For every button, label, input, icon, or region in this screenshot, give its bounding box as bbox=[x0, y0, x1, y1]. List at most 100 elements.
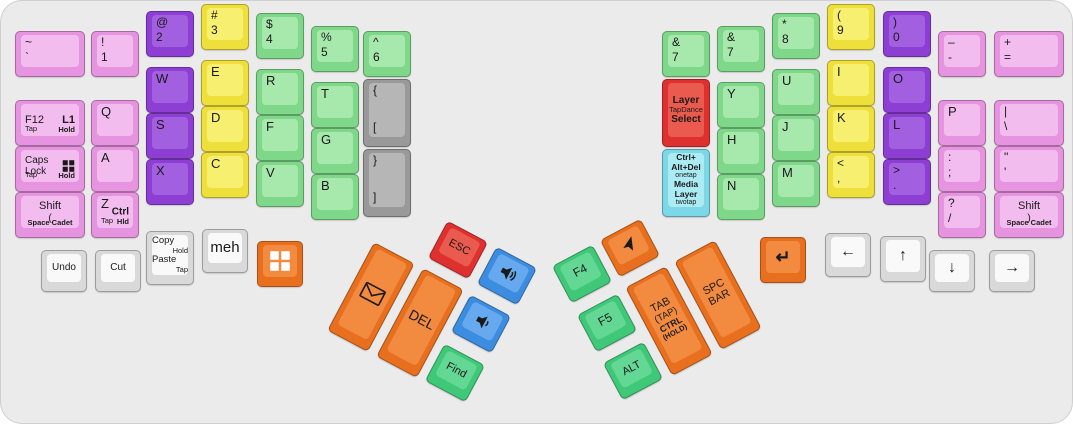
key-enter[interactable]: ↵ bbox=[760, 237, 806, 283]
key-legend: T bbox=[321, 86, 329, 101]
key-tilde-grave[interactable]: ~` bbox=[15, 31, 85, 77]
key-cursor[interactable] bbox=[599, 218, 661, 278]
key-lshift-space-cadet[interactable]: Shift(Space Cadet bbox=[15, 192, 85, 238]
key-m[interactable]: M bbox=[772, 161, 820, 207]
key-legend: Undo bbox=[52, 262, 76, 274]
key-legend: I bbox=[837, 64, 841, 79]
key-5-percent[interactable]: %5 bbox=[311, 26, 359, 72]
key-semicolon[interactable]: :; bbox=[938, 146, 986, 192]
key-u[interactable]: U bbox=[772, 69, 820, 115]
keycap-top: :; bbox=[944, 150, 980, 182]
keycap-top: → bbox=[995, 254, 1029, 282]
key-h[interactable]: H bbox=[717, 128, 765, 174]
key-legend: Shift bbox=[38, 200, 61, 213]
key-legend: P bbox=[948, 104, 957, 119]
key-legend: ` bbox=[25, 49, 29, 64]
key-0-rparen[interactable]: )0 bbox=[883, 11, 931, 57]
key-3-hash[interactable]: #3 bbox=[201, 4, 249, 50]
keycap-top: L bbox=[889, 117, 925, 149]
keycap-top: >. bbox=[889, 163, 925, 195]
key-alt[interactable]: ALT bbox=[602, 341, 664, 401]
key-f5[interactable]: F5 bbox=[576, 293, 638, 353]
key-legend: % bbox=[321, 30, 332, 44]
key-slash[interactable]: ?/ bbox=[938, 192, 986, 238]
key-equals[interactable]: += bbox=[994, 31, 1064, 77]
key-quote[interactable]: "' bbox=[994, 146, 1064, 192]
key-1-exclam[interactable]: !1 bbox=[91, 31, 139, 77]
key-rbracket[interactable]: }] bbox=[363, 149, 411, 217]
key-y[interactable]: Y bbox=[717, 82, 765, 128]
key-d[interactable]: D bbox=[201, 106, 249, 152]
key-legend: } bbox=[373, 153, 378, 167]
key-meh[interactable]: meh bbox=[202, 229, 248, 273]
key-2-at[interactable]: @2 bbox=[146, 11, 194, 57]
key-legend: ALT bbox=[620, 358, 643, 379]
key-legend: / bbox=[948, 210, 952, 225]
key-7-amp-inner[interactable]: &7 bbox=[662, 31, 710, 77]
key-s[interactable]: S bbox=[146, 113, 194, 159]
key-undo[interactable]: Undo bbox=[41, 250, 87, 292]
key-x[interactable]: X bbox=[146, 159, 194, 205]
key-o[interactable]: O bbox=[883, 67, 931, 113]
key-legend: Cut bbox=[110, 262, 126, 274]
key-w[interactable]: W bbox=[146, 67, 194, 113]
key-arrow-left[interactable]: ← bbox=[825, 233, 871, 277]
key-e[interactable]: E bbox=[201, 60, 249, 106]
key-legend: Z bbox=[101, 196, 109, 211]
key-b[interactable]: B bbox=[311, 174, 359, 220]
keycap-top: Y bbox=[723, 86, 759, 118]
key-9-lparen[interactable]: (9 bbox=[827, 4, 875, 50]
key-esc[interactable]: ESC bbox=[427, 220, 489, 280]
key-q[interactable]: Q bbox=[91, 100, 139, 146]
key-volume-down[interactable] bbox=[450, 294, 512, 354]
key-c[interactable]: C bbox=[201, 152, 249, 198]
key-legend: 6 bbox=[373, 49, 380, 64]
key-period[interactable]: >. bbox=[883, 159, 931, 205]
key-legend: Space Cadet bbox=[27, 217, 73, 227]
key-a[interactable]: A bbox=[91, 146, 139, 192]
key-v[interactable]: V bbox=[256, 161, 304, 207]
keycap-top: #3 bbox=[207, 8, 243, 40]
key-j[interactable]: J bbox=[772, 115, 820, 161]
key-minus[interactable]: –- bbox=[938, 31, 986, 77]
key-p[interactable]: P bbox=[938, 100, 986, 146]
key-comma[interactable]: <, bbox=[827, 152, 875, 198]
key-mail[interactable] bbox=[327, 242, 415, 352]
key-i[interactable]: I bbox=[827, 60, 875, 106]
key-cut[interactable]: Cut bbox=[95, 250, 141, 292]
key-legend: meh bbox=[210, 238, 240, 256]
key-f4[interactable]: F4 bbox=[551, 244, 613, 304]
key-arrow-right[interactable]: → bbox=[989, 250, 1035, 292]
key-t[interactable]: T bbox=[311, 82, 359, 128]
key-find[interactable]: Find bbox=[424, 343, 486, 403]
key-6-caret[interactable]: ^6 bbox=[363, 31, 411, 77]
key-legend: ? bbox=[948, 196, 955, 210]
key-r[interactable]: R bbox=[256, 69, 304, 115]
key-lbracket[interactable]: {[ bbox=[363, 79, 411, 147]
keycap-top: (9 bbox=[833, 8, 869, 40]
key-win-left[interactable] bbox=[257, 241, 303, 287]
key-7-amp[interactable]: &7 bbox=[717, 26, 765, 72]
key-arrow-up[interactable]: ↑ bbox=[880, 236, 926, 282]
key-backslash[interactable]: |\ bbox=[994, 100, 1064, 146]
key-k[interactable]: K bbox=[827, 106, 875, 152]
key-legend: Copy bbox=[152, 235, 175, 246]
key-8-star[interactable]: *8 bbox=[772, 13, 820, 59]
key-g[interactable]: G bbox=[311, 128, 359, 174]
key-l[interactable]: L bbox=[883, 113, 931, 159]
key-legend: Select bbox=[671, 114, 701, 126]
key-volume-up[interactable] bbox=[476, 246, 538, 306]
key-n[interactable]: N bbox=[717, 174, 765, 220]
key-legend: Hold bbox=[58, 170, 75, 180]
key-arrow-down[interactable]: ↓ bbox=[929, 250, 975, 292]
key-4-dollar[interactable]: $4 bbox=[256, 13, 304, 59]
keycap-top: N bbox=[723, 178, 759, 210]
key-f[interactable]: F bbox=[256, 115, 304, 161]
key-rshift-space-cadet[interactable]: Shift)Space Cadet bbox=[994, 192, 1064, 238]
